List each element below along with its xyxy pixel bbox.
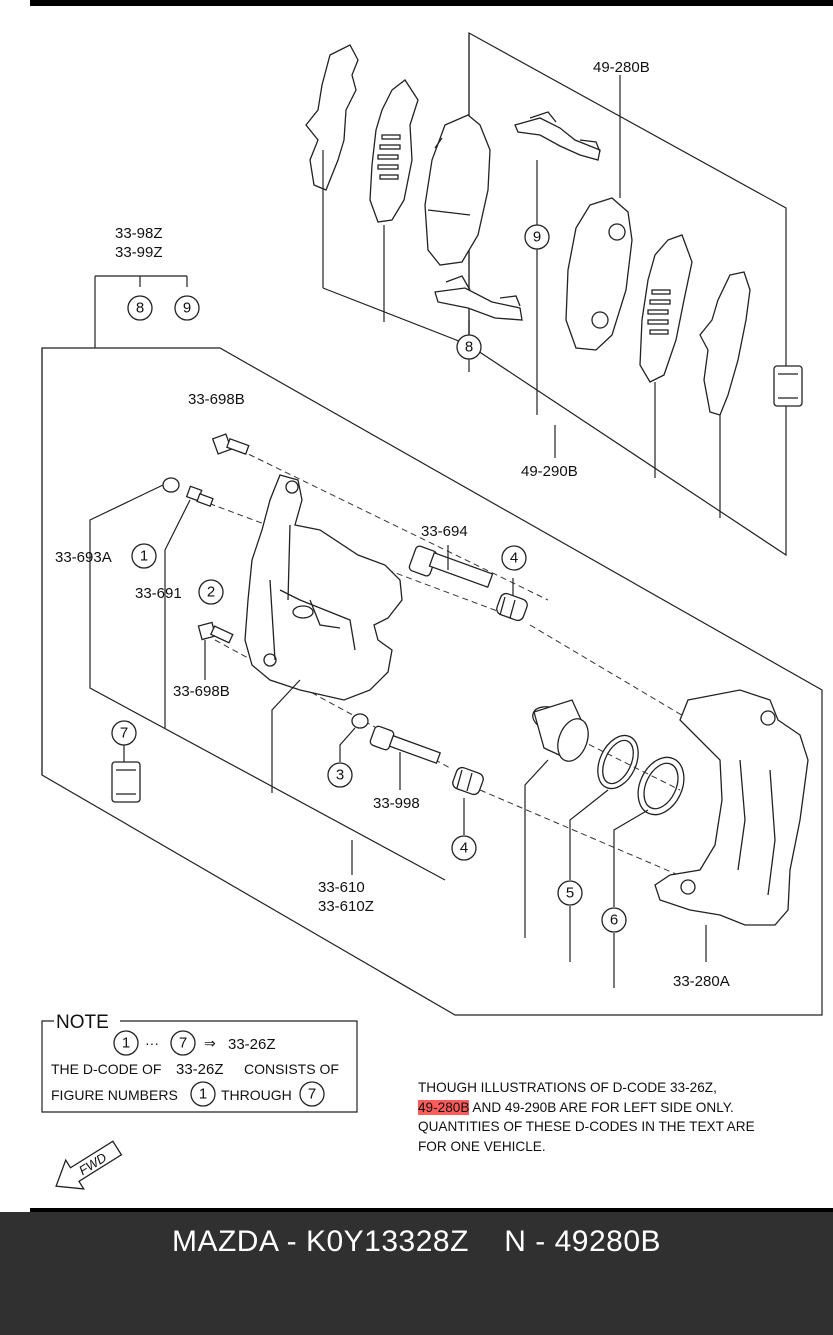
footer-divider <box>30 1208 833 1212</box>
outer-shim-right <box>699 271 751 416</box>
note-line3-a: FIGURE NUMBERS <box>51 1087 178 1103</box>
label-33-694: 33-694 <box>421 523 468 540</box>
bleeder-screw <box>185 485 214 507</box>
pin-boot-lower <box>452 766 484 796</box>
label-33-610: 33-610 <box>318 879 365 896</box>
svg-text:1: 1 <box>199 1086 207 1103</box>
pad-left <box>424 114 491 266</box>
svg-text:1: 1 <box>122 1035 130 1052</box>
circle-9-group: 9 <box>174 295 200 321</box>
note-line2-b: CONSISTS OF <box>244 1061 339 1077</box>
hardware-clip-upper <box>514 117 601 161</box>
inner-shim-right <box>639 234 693 383</box>
circle-8-upper: 8 <box>456 334 482 360</box>
circle-6: 6 <box>601 907 627 933</box>
piston <box>532 699 589 762</box>
pin-boot-upper <box>496 592 528 622</box>
package-icon <box>773 365 803 407</box>
circle-3: 3 <box>327 762 353 788</box>
circle-2: 2 <box>198 579 224 605</box>
svg-text:7: 7 <box>179 1035 187 1052</box>
svg-text:6: 6 <box>610 912 618 929</box>
svg-text:5: 5 <box>566 885 574 902</box>
svg-text:1: 1 <box>140 548 148 565</box>
label-33-998: 33-998 <box>373 795 420 812</box>
label-33-698b-upper: 33-698B <box>188 391 245 408</box>
svg-text:4: 4 <box>460 840 468 857</box>
top-border <box>30 0 833 6</box>
label-33-280a: 33-280A <box>673 973 730 990</box>
package-icon-7 <box>111 761 141 803</box>
label-49-290b: 49-290B <box>521 463 578 480</box>
bleeder-cap <box>162 477 180 493</box>
note-line2-code: 33-26Z <box>176 1061 224 1078</box>
footer-title: MAZDA - K0Y13328Z N - 49280B <box>171 1225 662 1258</box>
label-33-691: 33-691 <box>135 585 182 602</box>
guide-pin-lower <box>369 725 442 765</box>
bolt-upper <box>211 433 250 455</box>
note-range-dots: ··· <box>145 1035 159 1051</box>
circle-4-upper: 4 <box>501 545 527 571</box>
guide-pin-upper <box>408 545 494 589</box>
label-49-280b: 49-280B <box>593 59 650 76</box>
footer-bar <box>0 1212 833 1335</box>
note-line3-mid: THROUGH <box>221 1087 292 1103</box>
circle-1: 1 <box>131 543 157 569</box>
note-line3-from: 1 <box>190 1081 216 1107</box>
callout-circles: 9 8 8 9 1 2 4 7 3 4 5 6 <box>111 224 627 933</box>
label-33-693a: 33-693A <box>55 549 112 566</box>
parts-diagram: 49-280B 33-98Z 33-99Z 49-290B 33-698B 33… <box>41 31 823 1190</box>
bottom-note: THOUGH ILLUSTRATIONS OF D-CODE 33-26Z, 4… <box>418 1078 818 1156</box>
circle-9-upper: 9 <box>524 224 550 250</box>
circle-8-group: 8 <box>127 295 153 321</box>
note-title: NOTE <box>56 1012 109 1033</box>
brake-pad-group <box>305 44 803 518</box>
hardware-clip-lower <box>434 287 523 321</box>
fwd-arrow-icon: FWD <box>55 1140 123 1190</box>
caliper-bracket <box>654 689 809 926</box>
label-33-698b-lower: 33-698B <box>173 683 230 700</box>
circle-5: 5 <box>557 880 583 906</box>
note-line3-to: 7 <box>299 1081 325 1107</box>
bottom-note-line2-rest: AND 49-290B ARE FOR LEFT SIDE ONLY. <box>469 1099 734 1115</box>
outer-shim-left <box>305 44 359 191</box>
piston-seal <box>597 734 639 790</box>
svg-text:8: 8 <box>136 300 144 317</box>
note-arrow: ⇒ <box>204 1035 216 1051</box>
note-range-from: 1 <box>113 1030 139 1056</box>
svg-text:7: 7 <box>120 725 128 742</box>
svg-text:8: 8 <box>465 339 473 356</box>
svg-text:9: 9 <box>533 229 541 246</box>
washer <box>351 713 369 729</box>
note-line2-a: THE D-CODE OF <box>51 1061 161 1077</box>
label-33-610z: 33-610Z <box>318 898 374 915</box>
caliper-body <box>244 474 403 701</box>
bottom-note-line1: THOUGH ILLUSTRATIONS OF D-CODE 33-26Z, <box>418 1080 717 1095</box>
highlighted-code: 49-280B <box>418 1099 470 1115</box>
dust-boot <box>637 756 685 816</box>
bottom-note-line4: FOR ONE VEHICLE. <box>418 1138 546 1154</box>
svg-text:9: 9 <box>183 300 191 317</box>
label-33-98z: 33-98Z <box>115 225 163 242</box>
pad-right <box>565 197 633 351</box>
inner-shim-left <box>369 79 419 223</box>
svg-text:4: 4 <box>510 550 518 567</box>
circle-7: 7 <box>111 720 137 746</box>
svg-text:2: 2 <box>207 584 215 601</box>
circle-4-lower: 4 <box>451 835 477 861</box>
svg-text:3: 3 <box>336 767 344 784</box>
label-33-99z: 33-99Z <box>115 244 163 261</box>
note-range-code: 33-26Z <box>228 1036 276 1053</box>
caliper-group <box>41 275 809 988</box>
bottom-note-line2: 49-280B AND 49-290B ARE FOR LEFT SIDE ON… <box>418 1098 818 1118</box>
svg-text:7: 7 <box>308 1086 316 1103</box>
caliper-frame <box>41 347 823 1016</box>
note-range-to: 7 <box>170 1030 196 1056</box>
bottom-note-line3: QUANTITIES OF THESE D-CODES IN THE TEXT … <box>418 1119 755 1134</box>
note-box: NOTE 1 ··· 7 ⇒ 33-26Z THE D-CODE OF 33-2… <box>41 1012 358 1113</box>
bolt-lower <box>197 621 234 644</box>
